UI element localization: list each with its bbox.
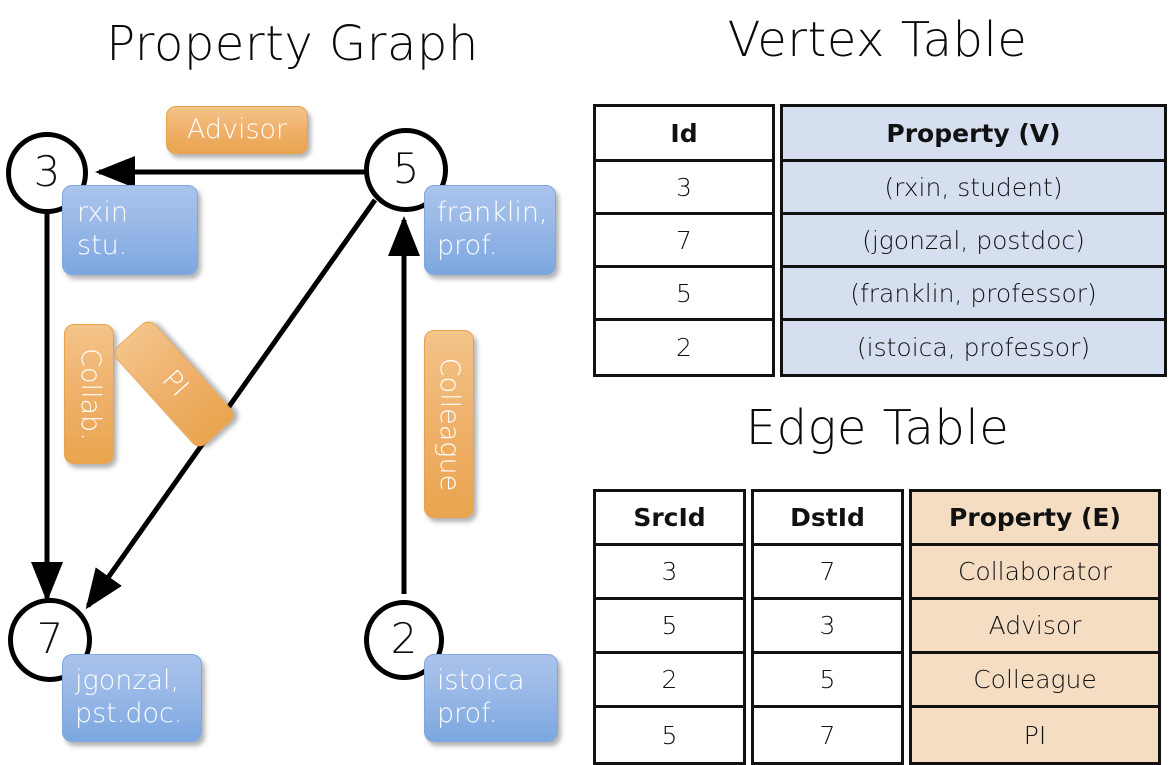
table-row: 5 [661,720,678,750]
graph-node-5[interactable]: 5 [364,128,448,212]
table-row: (jgonzal, postdoc) [783,215,1164,268]
table-row: 5 [596,600,743,654]
edge-table-header-srcid: SrcId [596,492,743,546]
vertex-chip-istoica[interactable]: istoica prof. [424,654,558,742]
table-row: 5 [596,268,772,321]
table-row: Advisor [912,600,1158,654]
vertex-chip-jgonzal-label: jgonzal, pst.doc. [75,665,183,729]
page-title-edge-table: Edge Table [745,400,1010,456]
edge-chip-colleague[interactable]: Colleague [424,330,474,518]
table-row: 3 [754,600,901,654]
edge-table-header-dstid: DstId [754,492,901,546]
graph-node-7-label: 7 [36,614,64,663]
vertex-table-column-property: Property (V) (rxin, student) (jgonzal, p… [780,104,1167,377]
edge-chip-pi-label: PI [155,363,195,403]
table-row: Collaborator [912,546,1158,600]
vertex-chip-rxin-label: rxin stu. [77,197,128,261]
property-graph-diagram: 3 5 7 2 rxin stu. franklin, prof. jgonza… [0,90,585,760]
vertex-table-header-property: Property (V) [783,107,1164,162]
edge-line-pi [85,198,378,610]
table-row: 3 [596,162,772,215]
graph-node-3[interactable]: 3 [6,132,88,214]
table-row: (istoica, professor) [783,321,1164,374]
edge-table-column-srcid: SrcId 3 5 2 5 [593,489,746,765]
vertex-table-column-id: Id 3 7 5 2 [593,104,775,377]
page-title-property-graph: Property Graph [106,16,479,72]
table-row: Colleague [912,654,1158,708]
edge-chip-colleague-label: Colleague [434,357,466,491]
table-row: 7 [596,215,772,268]
page-title-vertex-table: Vertex Table [727,12,1028,68]
table-row: (franklin, professor) [783,268,1164,321]
edge-table: SrcId 3 5 2 5 DstId 7 3 5 7 Property (E)… [593,489,1161,765]
vertex-table-header-id: Id [596,107,772,162]
vertex-chip-jgonzal[interactable]: jgonzal, pst.doc. [62,654,202,742]
vertex-table: Id 3 7 5 2 Property (V) (rxin, student) … [593,104,1167,377]
edge-table-column-dstid: DstId 7 3 5 7 [751,489,904,765]
edge-chip-collab-label: Collab. [74,347,106,441]
vertex-chip-franklin[interactable]: franklin, prof. [424,185,556,275]
edge-chip-advisor[interactable]: Advisor [166,106,308,154]
edge-table-column-property: Property (E) Collaborator Advisor Collea… [909,489,1161,765]
graph-edges-svg [31,156,420,610]
edge-chip-advisor-label: Advisor [186,113,288,145]
edge-chip-collab[interactable]: Collab. [64,324,114,464]
table-row: 3 [596,546,743,600]
vertex-chip-istoica-label: istoica prof. [437,665,525,729]
table-row: 2 [596,654,743,708]
vertex-chip-rxin[interactable]: rxin stu. [62,185,198,275]
graph-node-3-label: 3 [33,147,61,196]
edge-table-header-property: Property (E) [912,492,1158,546]
table-row: 5 [754,654,901,708]
table-row: PI [912,708,1158,762]
table-row: 7 [819,720,836,750]
graph-node-2-label: 2 [390,614,418,663]
table-row: (rxin, student) [783,162,1164,215]
vertex-chip-franklin-label: franklin, prof. [437,197,548,261]
graph-node-5-label: 5 [392,144,420,193]
table-row: 2 [676,333,692,362]
table-row: 7 [754,546,901,600]
